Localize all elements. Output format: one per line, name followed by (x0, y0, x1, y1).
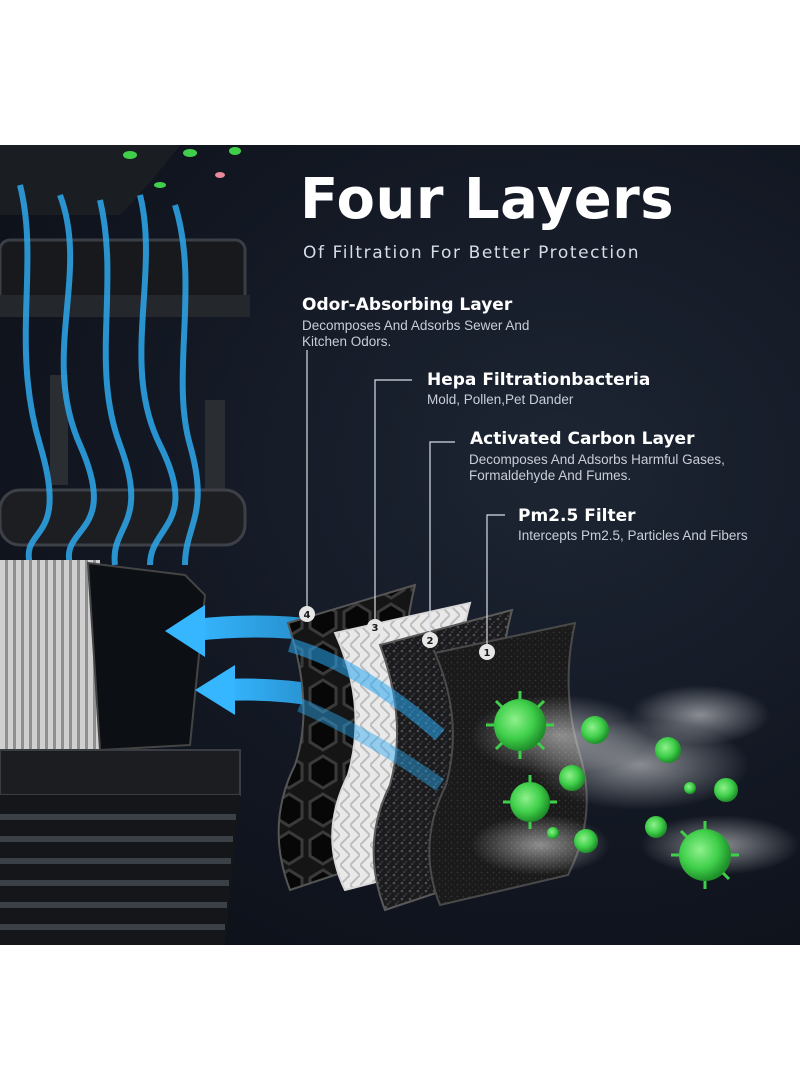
virus-icon (574, 829, 598, 853)
layer-badge-4: 4 (299, 606, 315, 622)
layer-badge-1-number: 1 (484, 648, 491, 659)
layer-badge-2: 2 (422, 632, 438, 648)
layer-badge-4-number: 4 (304, 610, 311, 621)
virus-icon (486, 691, 554, 759)
layer-badge-3-number: 3 (372, 623, 379, 634)
layer-3-title: Hepa Filtrationbacteria (427, 370, 651, 390)
page-title: Four Layers (300, 167, 675, 232)
page-subtitle: Of Filtration For Better Protection (303, 243, 641, 263)
purifier-fan-section (0, 145, 250, 566)
layer-2-title: Activated Carbon Layer (470, 429, 695, 449)
layer-badge-1: 1 (479, 644, 495, 660)
virus-icon (547, 827, 559, 839)
virus-icon (671, 821, 739, 889)
virus-icon (714, 778, 738, 802)
layer-badge-3: 3 (367, 619, 383, 635)
leader-lines (306, 350, 505, 650)
virus-icon (559, 765, 585, 791)
layer-number-badges: 4 3 2 1 (299, 606, 495, 660)
virus-icon (684, 782, 696, 794)
product-infographic: 4 3 2 1 Four Layers Of Filtration For Be… (0, 145, 800, 945)
layer-3-description-line1: Mold, Pollen,Pet Dander (427, 392, 574, 407)
layer-4-description-line2: Kitchen Odors. (302, 334, 392, 349)
layer-1-title: Pm2.5 Filter (518, 506, 636, 526)
layer-4-description-line1: Decomposes And Adsorbs Sewer And (302, 318, 530, 333)
virus-icon (655, 737, 681, 763)
layer-2-description-line2: Formaldehyde And Fumes. (469, 468, 632, 483)
layer-4-title: Odor-Absorbing Layer (302, 295, 513, 315)
filtration-illustration: 4 3 2 1 (0, 145, 800, 945)
layer-badge-2-number: 2 (427, 636, 434, 647)
virus-particles (486, 691, 739, 889)
layer-2-description-line1: Decomposes And Adsorbs Harmful Gases, (469, 452, 725, 467)
layer-1-description-line1: Intercepts Pm2.5, Particles And Fibers (518, 528, 748, 543)
virus-icon (581, 716, 609, 744)
virus-icon (503, 775, 557, 829)
purifier-cartridge (0, 560, 207, 752)
virus-icon (645, 816, 667, 838)
purifier-base (0, 749, 241, 945)
